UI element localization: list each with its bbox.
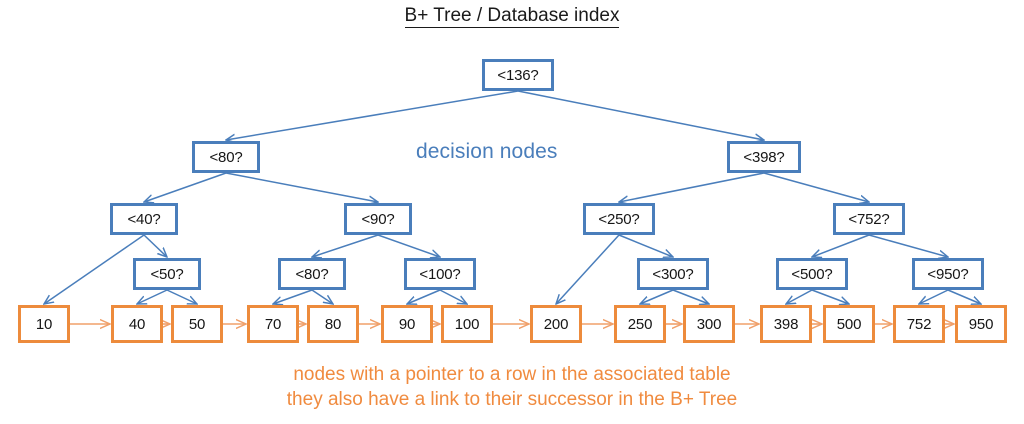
- tree-edge: [312, 234, 379, 257]
- tree-edge: [811, 289, 849, 304]
- decision-node-n50[interactable]: <50?: [133, 258, 201, 290]
- decision-node-n40[interactable]: <40?: [110, 203, 178, 235]
- leaf-node-l90[interactable]: 90: [381, 305, 433, 343]
- tree-edge: [137, 289, 168, 304]
- leaf-node-l950[interactable]: 950: [955, 305, 1007, 343]
- tree-edge: [556, 234, 620, 304]
- leaf-node-l300[interactable]: 300: [683, 305, 735, 343]
- leaf-node-l70[interactable]: 70: [247, 305, 299, 343]
- decision-node-n950[interactable]: <950?: [912, 258, 984, 290]
- tree-edge: [407, 289, 441, 304]
- tree-edge: [44, 234, 145, 304]
- tree-edge: [377, 234, 440, 257]
- tree-edge: [144, 172, 227, 202]
- tree-edge: [640, 289, 674, 304]
- leaf-node-l500[interactable]: 500: [823, 305, 875, 343]
- decision-nodes-label: decision nodes: [416, 140, 558, 163]
- leaf-node-l100[interactable]: 100: [441, 305, 493, 343]
- decision-node-n752[interactable]: <752?: [833, 203, 905, 235]
- leaf-node-l200[interactable]: 200: [530, 305, 582, 343]
- leaf-node-l40[interactable]: 40: [111, 305, 163, 343]
- caption-line-1: nodes with a pointer to a row in the ass…: [293, 364, 731, 385]
- decision-node-n90[interactable]: <90?: [344, 203, 412, 235]
- decision-node-n250[interactable]: <250?: [583, 203, 655, 235]
- leaf-nodes-caption: nodes with a pointer to a row in the ass…: [0, 362, 1024, 412]
- decision-node-n100[interactable]: <100?: [404, 258, 476, 290]
- leaf-node-l752[interactable]: 752: [893, 305, 945, 343]
- tree-edge: [226, 90, 519, 140]
- tree-edge: [166, 289, 197, 304]
- tree-edge: [812, 234, 870, 257]
- leaf-node-l50[interactable]: 50: [171, 305, 223, 343]
- leaf-node-l80[interactable]: 80: [307, 305, 359, 343]
- leaf-node-l250[interactable]: 250: [614, 305, 666, 343]
- decision-node-n136[interactable]: <136?: [482, 59, 554, 91]
- leaf-node-l398[interactable]: 398: [760, 305, 812, 343]
- tree-edge: [786, 289, 813, 304]
- page-title: B+ Tree / Database index: [0, 5, 1024, 28]
- tree-edge: [618, 234, 673, 257]
- tree-edge: [947, 289, 981, 304]
- tree-edge: [868, 234, 948, 257]
- decision-node-n300[interactable]: <300?: [637, 258, 709, 290]
- page-title-text: B+ Tree / Database index: [404, 5, 620, 28]
- decision-node-n80a[interactable]: <80?: [192, 141, 260, 173]
- tree-edge: [619, 172, 765, 202]
- tree-edge: [517, 90, 764, 140]
- decision-node-n398[interactable]: <398?: [727, 141, 801, 173]
- decision-node-n500[interactable]: <500?: [776, 258, 848, 290]
- tree-edge: [672, 289, 709, 304]
- tree-edge: [763, 172, 869, 202]
- decision-node-n80b[interactable]: <80?: [278, 258, 346, 290]
- leaf-node-l10[interactable]: 10: [18, 305, 70, 343]
- tree-edge: [225, 172, 378, 202]
- tree-edge: [439, 289, 467, 304]
- tree-edge: [273, 289, 313, 304]
- tree-edge: [919, 289, 949, 304]
- caption-line-2: they also have a link to their successor…: [286, 389, 738, 410]
- tree-edge: [311, 289, 333, 304]
- tree-edge: [143, 234, 167, 257]
